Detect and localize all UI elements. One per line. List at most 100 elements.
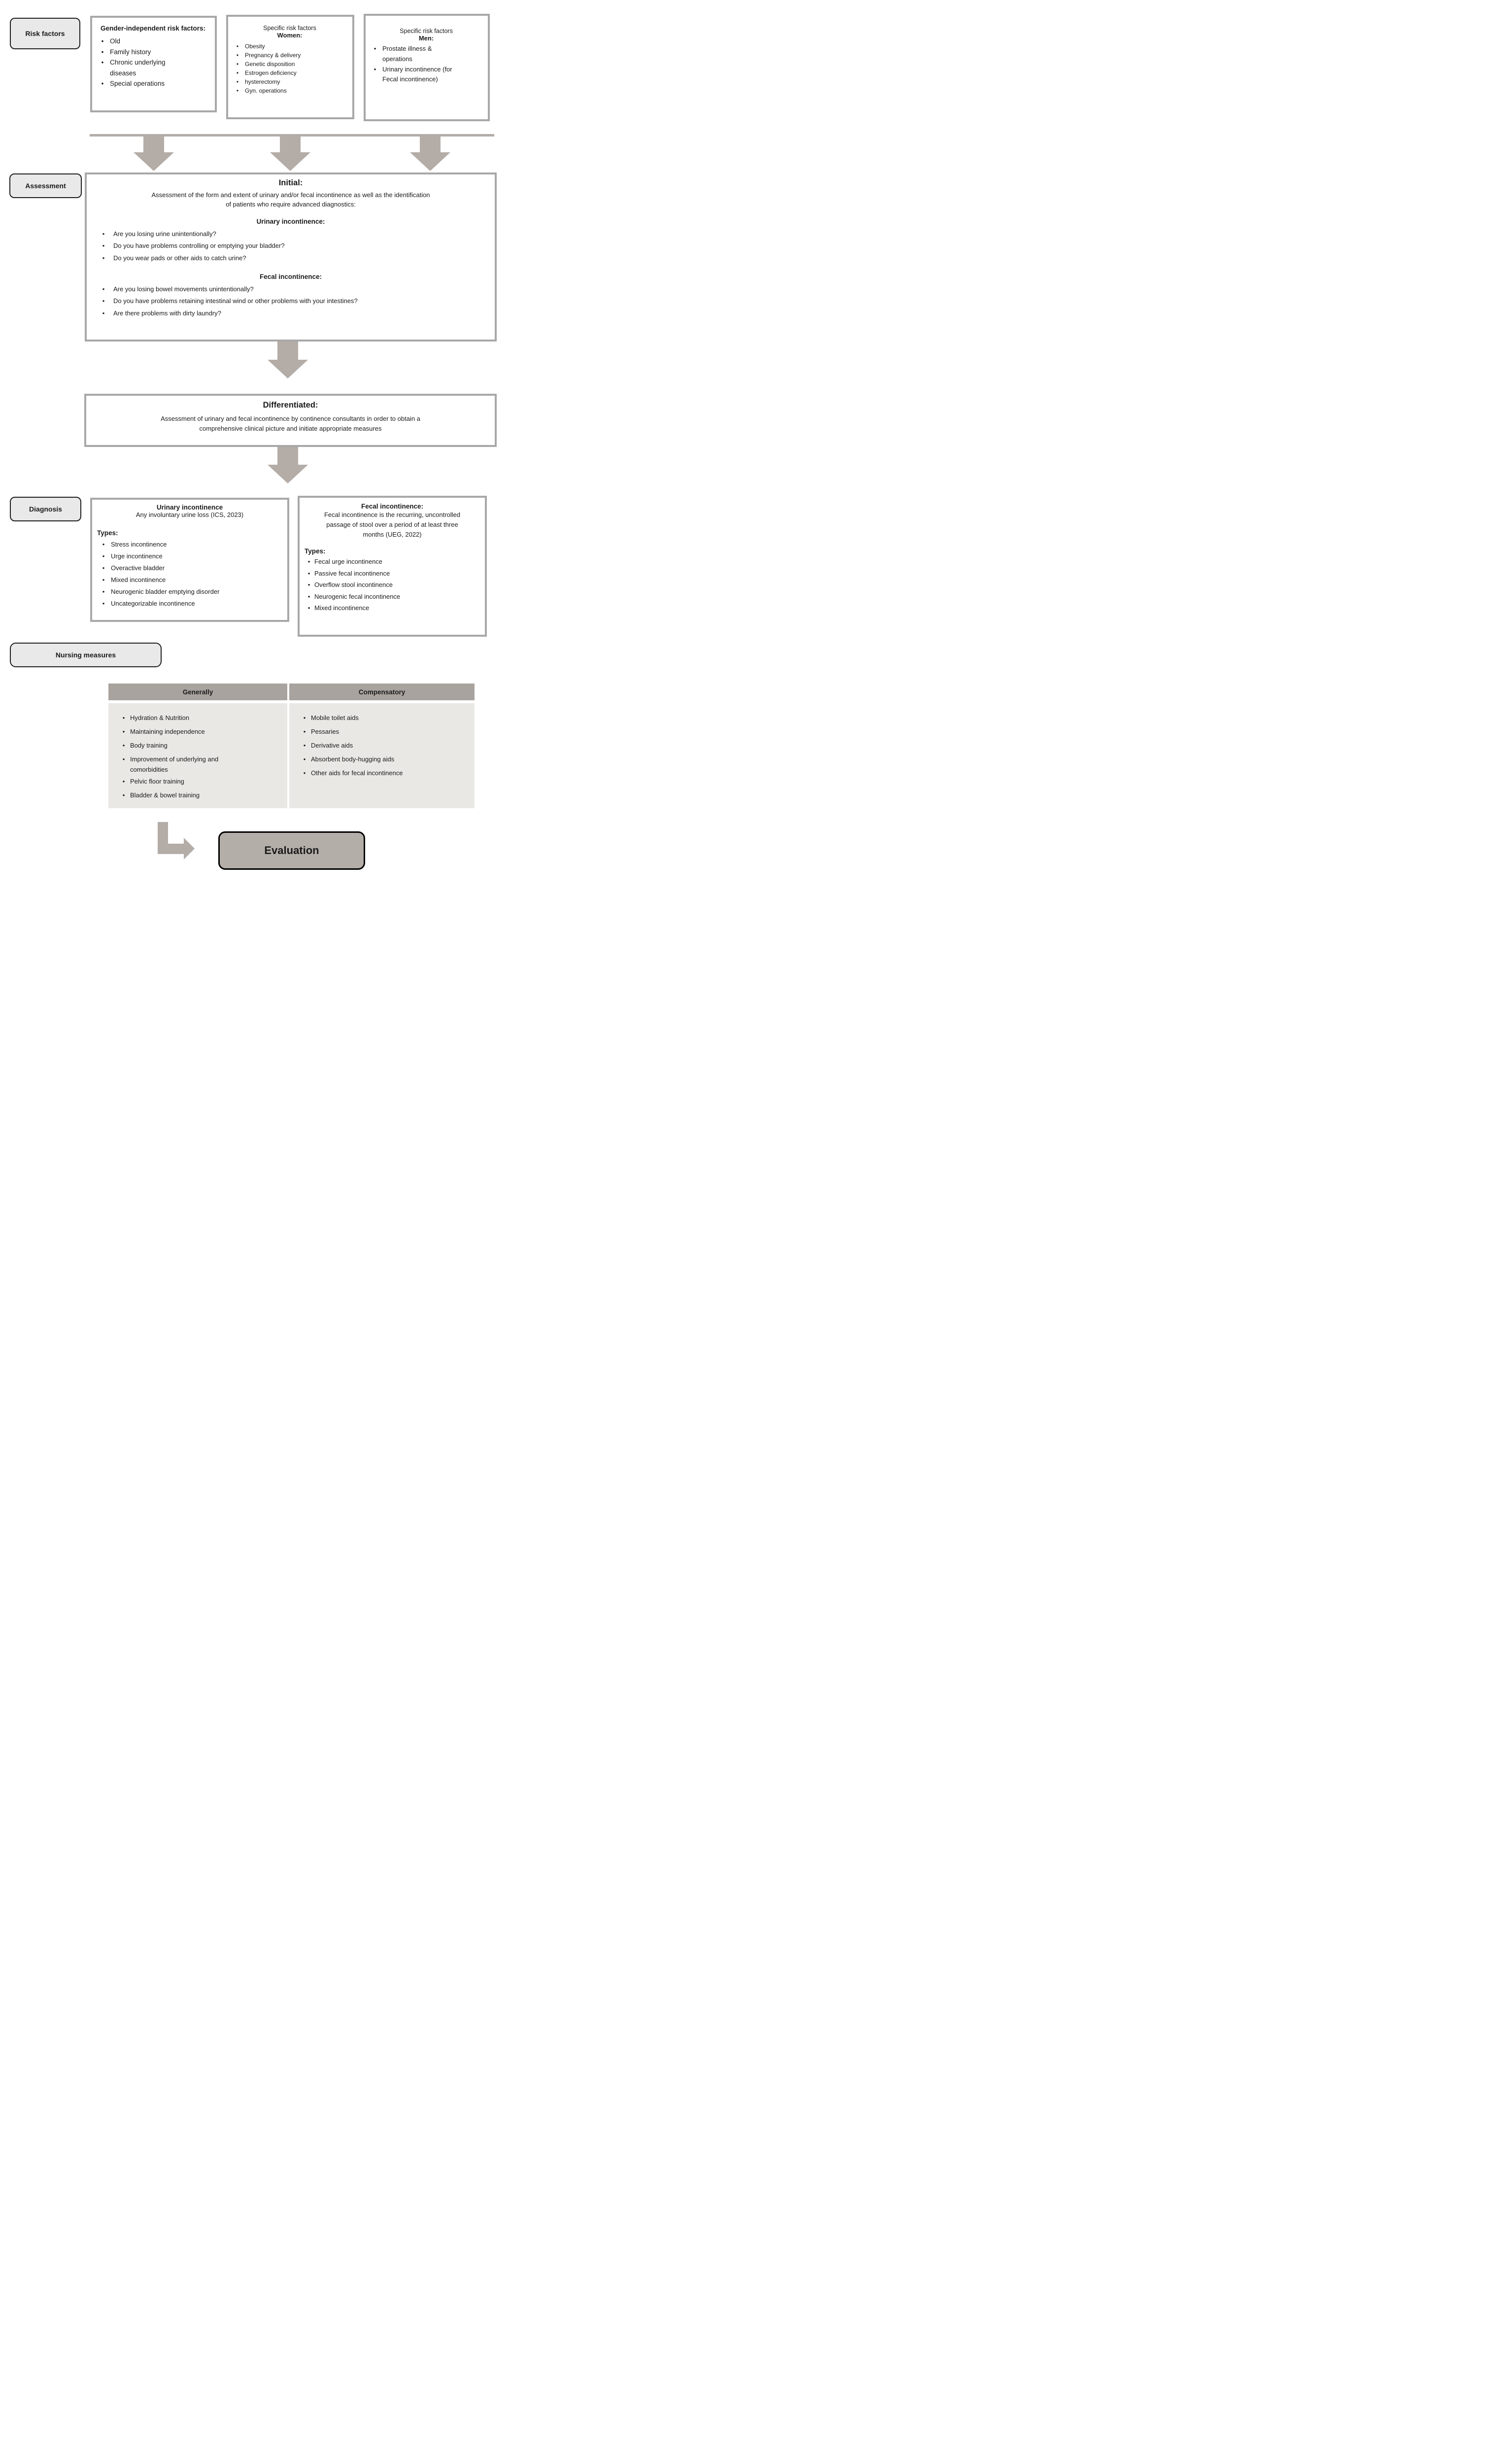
- list-item: • Urinary incontinence (for Fecal incont…: [368, 65, 485, 85]
- women-box-heading: Specific risk factors: [263, 25, 316, 32]
- bullet-icon: •: [303, 769, 306, 777]
- bullet-icon: •: [307, 569, 310, 577]
- bullet-icon: •: [102, 230, 105, 238]
- generally-header: Generally: [108, 684, 287, 700]
- bullet-icon: •: [101, 80, 104, 88]
- list-item: • Gyn. operations: [230, 86, 349, 95]
- bullet-icon: •: [236, 52, 239, 59]
- bullet-icon: •: [303, 741, 306, 749]
- list-item: • Prostate illness & operations: [368, 44, 485, 65]
- urinary-title: Urinary incontinence: [156, 504, 223, 511]
- evaluation-box: Evaluation: [218, 831, 365, 870]
- fecal-types-label: Types:: [305, 548, 326, 555]
- list-item: • Bladder & bowel training: [117, 788, 284, 802]
- urinary-types-list: • Stress incontinence • Urge incontinenc…: [96, 539, 283, 610]
- down-arrow-stem: [420, 136, 441, 152]
- fecal-diagnosis-box: Fecal incontinence: Fecal incontinence i…: [298, 496, 487, 637]
- bullet-icon: •: [236, 61, 239, 68]
- bullet-icon: •: [236, 69, 239, 76]
- list-item: • Are you losing bowel movements uninten…: [94, 283, 488, 296]
- bullet-icon: •: [236, 87, 239, 94]
- elbow-arrow-icon: [184, 838, 195, 859]
- bullet-icon: •: [101, 59, 104, 67]
- down-arrow-icon: [268, 465, 308, 483]
- bullet-icon: •: [102, 285, 105, 293]
- bullet-icon: •: [122, 778, 125, 786]
- bullet-icon: •: [307, 592, 310, 600]
- gender-box-heading: Gender-independent risk factors:: [100, 25, 206, 32]
- list-item: • Do you have problems retaining intesti…: [94, 295, 488, 308]
- differentiated-description: Assessment of urinary and fecal incontin…: [161, 415, 420, 432]
- list-item: • Special operations: [95, 78, 211, 89]
- list-item: • Uncategorizable incontinence: [96, 598, 283, 610]
- men-risk-list: • Prostate illness & operations • Urinar…: [368, 44, 485, 85]
- women-box-subheading: Women:: [277, 32, 303, 39]
- bullet-icon: •: [307, 558, 310, 566]
- list-item: • Old: [95, 36, 211, 47]
- bullet-icon: •: [102, 541, 105, 548]
- bullet-icon: •: [102, 297, 105, 305]
- urinary-diagnosis-box: Urinary incontinence Any involuntary uri…: [90, 498, 289, 622]
- bullet-icon: •: [102, 552, 105, 560]
- bullet-icon: •: [122, 741, 125, 749]
- list-item: • Neurogenic fecal incontinence: [304, 591, 481, 602]
- list-item: • Derivative aids: [298, 739, 472, 753]
- bullet-icon: •: [102, 576, 105, 584]
- bullet-icon: •: [101, 48, 104, 56]
- generally-list: • Hydration & Nutrition • Maintaining in…: [108, 703, 287, 808]
- down-arrow-icon: [134, 152, 174, 171]
- list-item: • Urge incontinence: [96, 550, 283, 562]
- list-item: • Other aids for fecal incontinence: [298, 766, 472, 780]
- assessment-label: Assessment: [9, 173, 82, 198]
- initial-description: Assessment of the form and extent of uri…: [151, 191, 430, 208]
- down-arrow-icon: [410, 152, 450, 171]
- bullet-icon: •: [102, 564, 105, 572]
- bullet-icon: •: [236, 43, 239, 50]
- list-item: • Improvement of underlying and comorbid…: [117, 753, 284, 775]
- list-item: • Mobile toilet aids: [298, 711, 472, 725]
- bullet-icon: •: [102, 600, 105, 608]
- connector-bar: [90, 134, 494, 137]
- down-arrow-stem: [277, 342, 298, 360]
- bullet-icon: •: [374, 45, 376, 52]
- bullet-icon: •: [122, 755, 125, 763]
- bullet-icon: •: [307, 581, 310, 589]
- gender-independent-risk-box: Gender-independent risk factors: • Old •…: [90, 16, 217, 112]
- list-item: • Estrogen deficiency: [230, 68, 349, 77]
- bullet-icon: •: [374, 65, 376, 73]
- bullet-icon: •: [122, 714, 125, 721]
- initial-fecal-heading: Fecal incontinence:: [259, 273, 322, 280]
- down-arrow-stem: [143, 136, 164, 152]
- list-item: • Fecal urge incontinence: [304, 556, 481, 567]
- list-item: • Are you losing urine unintentionally?: [94, 228, 488, 240]
- down-arrow-icon: [268, 360, 308, 378]
- incontinence-flow-diagram: Risk factors Assessment Diagnosis Nursin…: [0, 0, 499, 874]
- diagnosis-label: Diagnosis: [10, 497, 81, 521]
- list-item: • Stress incontinence: [96, 539, 283, 550]
- list-item: • hysterectomy: [230, 77, 349, 86]
- bullet-icon: •: [102, 309, 105, 317]
- list-item: • Family history: [95, 47, 211, 58]
- bullet-icon: •: [102, 254, 105, 262]
- list-item: • Mixed incontinence: [96, 574, 283, 586]
- initial-fecal-questions: • Are you losing bowel movements uninten…: [94, 283, 488, 320]
- compensatory-list: • Mobile toilet aids • Pessaries • Deriv…: [289, 703, 475, 808]
- list-item: • Overflow stool incontinence: [304, 579, 481, 590]
- down-arrow-stem: [280, 136, 301, 152]
- fecal-types-list: • Fecal urge incontinence • Passive feca…: [304, 556, 481, 614]
- bullet-icon: •: [303, 727, 306, 735]
- elbow-arrow-horizontal: [158, 844, 184, 854]
- list-item: • Chronic underlying diseases: [95, 57, 211, 78]
- fecal-definition: Fecal incontinence is the recurring, unc…: [324, 511, 461, 539]
- women-risk-box: Specific risk factors Women: • Obesity •…: [226, 15, 354, 119]
- men-box-heading: Specific risk factors: [400, 28, 453, 34]
- bullet-icon: •: [122, 791, 125, 799]
- urinary-definition: Any involuntary urine loss (ICS, 2023): [136, 511, 244, 518]
- list-item: • Are there problems with dirty laundry?: [94, 308, 488, 320]
- list-item: • Body training: [117, 739, 284, 753]
- bullet-icon: •: [303, 755, 306, 763]
- list-item: • Overactive bladder: [96, 562, 283, 574]
- list-item: • Genetic disposition: [230, 60, 349, 68]
- fecal-title: Fecal incontinence:: [361, 503, 424, 510]
- gender-risk-list: • Old • Family history • Chronic underly…: [95, 36, 211, 89]
